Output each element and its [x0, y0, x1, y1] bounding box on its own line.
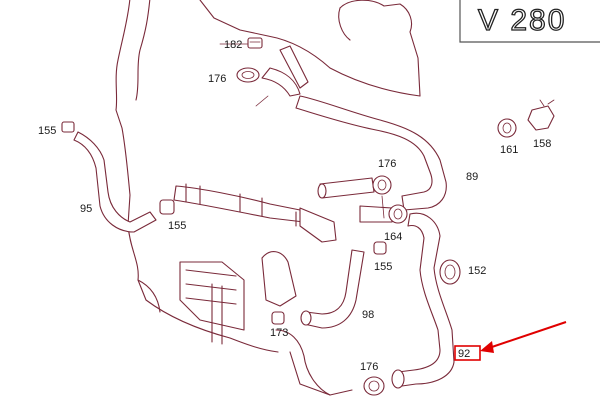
- engine-block: [115, 0, 421, 396]
- label-92: 92: [458, 348, 470, 360]
- label-158: 158: [533, 138, 551, 150]
- engine-block-top-edge: [199, 0, 269, 37]
- hose-95-body: [73, 131, 157, 233]
- hose-upper-pipe: [279, 45, 309, 89]
- hose-98-body: [303, 249, 365, 329]
- clamp-158-tab: [539, 99, 555, 107]
- label-176-middle: 176: [378, 158, 396, 170]
- pipe-stub-lower: [359, 205, 393, 223]
- hose-98-end: [300, 310, 312, 326]
- coolant-pipe-body: [173, 185, 305, 223]
- reservoir-outline: [339, 0, 421, 97]
- hose-89: [295, 95, 447, 211]
- label-182: 182: [224, 39, 242, 51]
- clamp-176-top-ring: [236, 67, 260, 83]
- grommet-152: [439, 259, 461, 285]
- pipe-stub-upper-end: [317, 183, 327, 199]
- clamp-161: [497, 118, 517, 138]
- oil-pan-tube: [211, 283, 223, 345]
- coolant-pipe-flanges: [185, 183, 263, 217]
- label-98: 98: [362, 309, 374, 321]
- pipe-stubs-176: [317, 177, 393, 223]
- label-155-left: 155: [38, 125, 56, 137]
- engine-block-lower-left: [137, 279, 161, 313]
- oil-pan-ribs: [185, 269, 237, 305]
- hose-95: [73, 131, 157, 233]
- label-155-right: 155: [374, 261, 392, 273]
- clamp-176-bottom: [363, 376, 385, 396]
- hose-upper-small-body: [261, 67, 301, 97]
- engine-block-bottom: [275, 329, 331, 396]
- label-155-middle: 155: [168, 220, 186, 232]
- highlight-box-92: [454, 345, 481, 361]
- highlight-arrow: [480, 321, 567, 353]
- label-152: 152: [468, 265, 486, 277]
- label-176-bottom: 176: [360, 361, 378, 373]
- clamp-176-top-inner: [241, 71, 255, 79]
- clamp-155-middle: [159, 199, 175, 215]
- clamp-176-bottom-inner: [368, 380, 380, 392]
- leader-176-top: [255, 95, 269, 107]
- clamp-176-middle-inner: [377, 179, 387, 191]
- reservoir-left: [338, 7, 351, 41]
- clamp-155-right: [373, 241, 387, 255]
- highlight-arrow-shaft: [485, 321, 567, 350]
- clamp-155-middle-shape: [159, 199, 175, 215]
- hose-98: [300, 249, 365, 329]
- model-badge-text: V 280: [478, 4, 566, 37]
- clamp-176-bottom-ring: [363, 376, 385, 396]
- coolant-pipe: [173, 183, 337, 243]
- part-labels: 182 176 155 95 155 176 89 161 158 164 15…: [38, 39, 551, 373]
- label-176-top: 176: [208, 73, 226, 85]
- hose-92-body: [397, 212, 455, 387]
- clamp-155-left: [61, 121, 75, 133]
- label-164: 164: [384, 231, 402, 243]
- clamp-176-middle: [372, 175, 392, 195]
- label-89: 89: [466, 171, 478, 183]
- clamp-155-left-shape: [61, 121, 75, 133]
- clamp-176-top: [236, 67, 260, 83]
- clamp-173-shape: [271, 311, 285, 325]
- model-badge: V 280: [459, 0, 600, 43]
- clamp-158-shape: [527, 105, 555, 131]
- clamp-173: [271, 311, 285, 325]
- clamp-164: [388, 204, 408, 224]
- clamp-161-inner: [502, 122, 512, 134]
- hose-92: [391, 212, 455, 389]
- hose-89-body: [295, 95, 447, 211]
- coolant-reservoir: [338, 0, 421, 97]
- model-badge-frame: [459, 0, 600, 43]
- clamp-182-shape: [247, 37, 263, 49]
- leader-lines: [219, 43, 385, 219]
- grommet-152-outer: [439, 259, 461, 285]
- clamp-161-ring: [497, 118, 517, 138]
- oil-pan: [179, 261, 245, 331]
- label-173: 173: [270, 327, 288, 339]
- clamp-155-right-shape: [373, 241, 387, 255]
- water-pump-outline: [289, 351, 353, 396]
- clamp-164-ring: [388, 204, 408, 224]
- clamp-176-middle-ring: [372, 175, 392, 195]
- grommet-152-inner: [444, 264, 456, 280]
- coolant-pipe-end: [299, 207, 337, 243]
- label-161: 161: [500, 144, 518, 156]
- engine-block-upper-contour: [267, 35, 421, 97]
- label-95: 95: [80, 203, 92, 215]
- clamp-182: [247, 37, 263, 49]
- hose-upper-small: [261, 45, 309, 97]
- engine-block-inner-edge: [135, 0, 151, 101]
- highlight-arrow-head: [480, 341, 494, 353]
- clamp-164-inner: [393, 208, 403, 220]
- clamp-158: [527, 99, 555, 131]
- hose-92-end: [391, 369, 405, 389]
- leader-164: [381, 195, 385, 219]
- thermostat-housing: [261, 251, 297, 307]
- pipe-stub-upper: [319, 177, 375, 199]
